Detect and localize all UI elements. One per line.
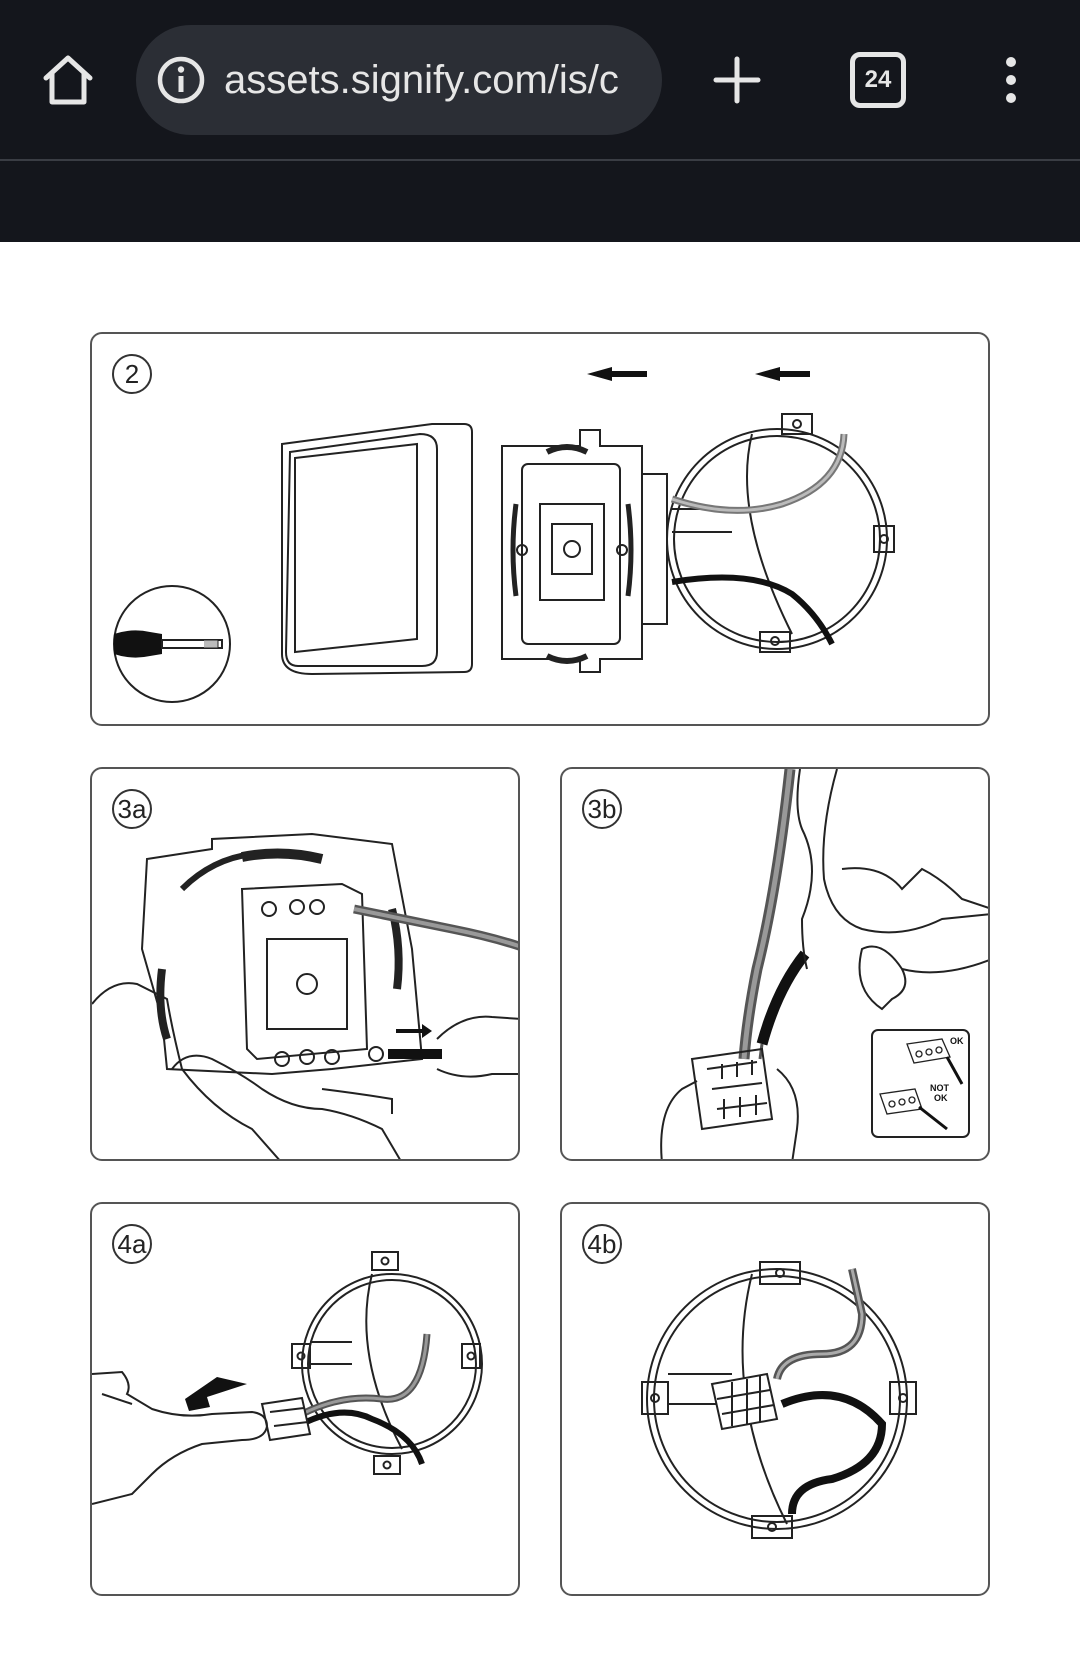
- step-2-illustration: [113, 367, 895, 703]
- plus-icon: [713, 56, 761, 104]
- switch-cover: [281, 423, 473, 676]
- toolbar-divider: [0, 159, 1080, 161]
- step-4a-panel: 4a: [90, 1202, 520, 1596]
- connector-inset: OK NOT OK: [871, 1029, 970, 1138]
- step-3a-panel: 3a: [90, 767, 520, 1161]
- browser-chrome: assets.signify.com/is/c 24: [0, 0, 1080, 242]
- step-4a-illustration: [92, 1251, 483, 1505]
- browser-toolbar: assets.signify.com/is/c 24: [0, 0, 1080, 160]
- step-badge-3a: 3a: [112, 789, 152, 829]
- step-badge-3b: 3b: [582, 789, 622, 829]
- step-3b-panel: OK NOT OK 3b: [560, 767, 990, 1161]
- step-4b-panel: 4b: [560, 1202, 990, 1596]
- step-3b-illustration: OK NOT OK: [660, 769, 988, 1159]
- info-icon[interactable]: [156, 55, 206, 105]
- new-tab-button[interactable]: [697, 40, 777, 120]
- url-text[interactable]: assets.signify.com/is/c: [224, 57, 619, 102]
- step-badge-2: 2: [112, 354, 152, 394]
- more-menu-button[interactable]: [971, 40, 1051, 120]
- arrow-icons: [587, 367, 810, 381]
- tab-count: 24: [850, 52, 906, 108]
- inset-not-ok-label-line1: NOT: [930, 1083, 950, 1093]
- switch-mechanism: [501, 429, 668, 673]
- address-bar[interactable]: assets.signify.com/is/c: [136, 25, 662, 135]
- step-3a-illustration: [92, 832, 518, 1159]
- inset-not-ok-label-line2: OK: [934, 1093, 948, 1103]
- step-badge-4a: 4a: [112, 1224, 152, 1264]
- step-4b-illustration: [641, 1261, 917, 1539]
- inset-ok-label: OK: [950, 1036, 964, 1046]
- wall-box: [666, 413, 895, 653]
- step-2-panel: 2: [90, 332, 990, 726]
- home-icon: [43, 55, 93, 105]
- home-button[interactable]: [28, 40, 108, 120]
- tab-switcher-button[interactable]: 24: [838, 40, 918, 120]
- step-badge-4b: 4b: [582, 1224, 622, 1264]
- more-vert-icon: [1006, 57, 1016, 103]
- screwdriver-inset: [113, 585, 231, 703]
